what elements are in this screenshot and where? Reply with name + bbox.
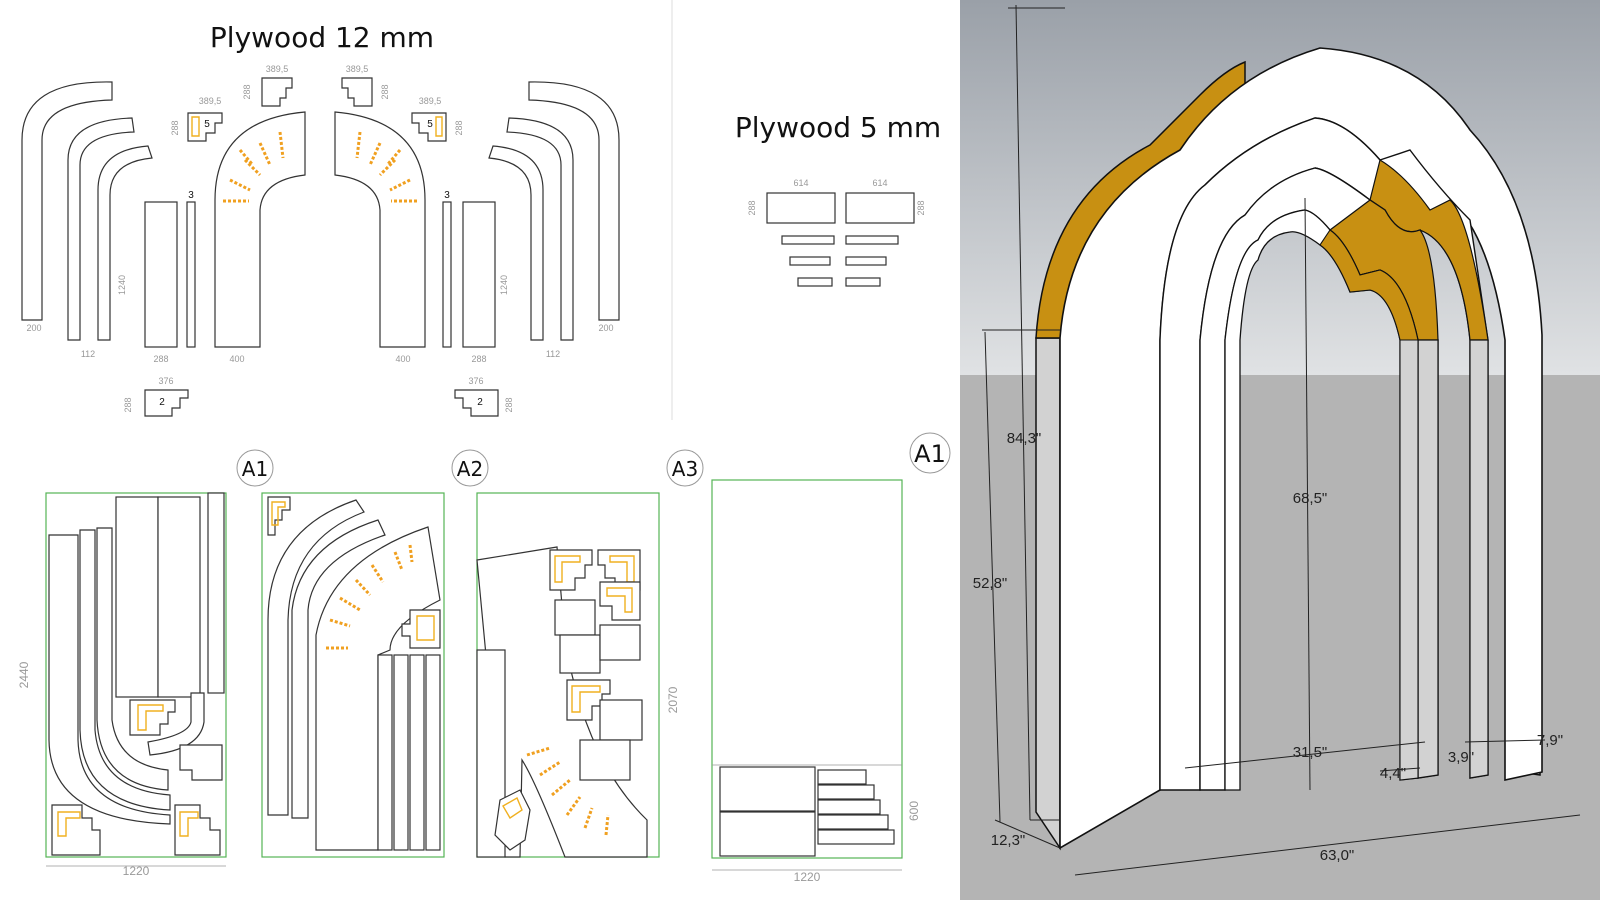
dim-200-right: 200 [598, 323, 613, 333]
dim-288-5mm-right: 288 [916, 200, 926, 215]
dim-1220-a1-5mm: 1220 [794, 870, 821, 884]
dim-614-left: 614 [793, 178, 808, 188]
part2-right: 2 376 288 [454, 376, 514, 417]
sheet-a2: A2 [261, 449, 489, 858]
dim-2440: 2440 [17, 661, 31, 688]
dim-288-tr: 288 [380, 84, 390, 99]
dim-gap-a: 4,4" [1380, 765, 1406, 782]
label-part-3-left: 3 [188, 190, 194, 201]
arch-piece-left: 400 [214, 111, 306, 364]
dim-gap-b: 3,9" [1448, 749, 1474, 766]
label-part-5-left: 5 [204, 119, 210, 130]
title-plywood-12mm: Plywood 12 mm [210, 21, 434, 54]
sheet-label-a3: A3 [672, 457, 698, 481]
dim-389-tr: 389,5 [346, 64, 369, 74]
part5-left: 5 389,5 288 [170, 96, 223, 142]
sheet-a3: A3 2070 [476, 449, 704, 858]
left-curved-strips: 200 112 [21, 81, 153, 359]
dim-288-tl: 288 [242, 84, 252, 99]
dim-1240-right: 1240 [499, 275, 509, 295]
dim-376-left: 376 [158, 376, 173, 386]
part2-left: 2 376 288 [123, 376, 189, 417]
dim-1220-a1: 1220 [123, 864, 150, 878]
dim-depth: 12,3" [991, 832, 1026, 849]
dim-288-5l: 288 [170, 120, 180, 135]
model-dimension-lines [982, 4, 1581, 876]
plywood-5mm-parts: 614 614 288 288 [747, 178, 926, 287]
sheet-a1: A1 2440 1220 [17, 449, 274, 878]
dim-400-right: 400 [395, 354, 410, 364]
model-3d-panel: 84,3" 52,8" 68,5" 31,5" 4,4" 3,9" 7,9" 1… [960, 0, 1600, 900]
dim-288-5mm-left: 288 [747, 200, 757, 215]
dim-376-right: 376 [468, 376, 483, 386]
dim-389-5l: 389,5 [199, 96, 222, 106]
label-part-2-right: 2 [477, 397, 483, 408]
dim-gap-c: 7,9" [1537, 732, 1563, 749]
dim-total-width: 63,0" [1320, 847, 1355, 864]
dim-400-left: 400 [229, 354, 244, 364]
label-part-3-right: 3 [444, 190, 450, 201]
dim-inner-height: 68,5" [1293, 490, 1328, 507]
dim-2070: 2070 [666, 686, 680, 713]
dim-288-right: 288 [471, 354, 486, 364]
sheet-a1-5mm: A1 600 1220 [711, 432, 951, 884]
part5-right: 5 389,5 288 [411, 96, 464, 142]
dim-288-p2l: 288 [123, 397, 133, 412]
step-block-top-right: 389,5 288 [341, 64, 390, 107]
sheet-label-a1-5mm: A1 [914, 440, 946, 468]
sheet-label-a1: A1 [242, 457, 268, 481]
strip-3-left [186, 201, 196, 348]
cutting-plans-panel: Plywood 12 mm 200 112 200 112 3 1240 288… [17, 0, 951, 884]
label-part-2-left: 2 [159, 397, 165, 408]
dim-lower-height: 52,8" [973, 575, 1008, 592]
step-block-top-left: 389,5 288 [242, 64, 293, 107]
strip-3-right [442, 201, 452, 348]
panel-288-left [144, 201, 178, 348]
dim-opening-width: 31,5" [1293, 744, 1328, 761]
arch-piece-right [334, 111, 426, 348]
dim-1240-left: 1240 [117, 275, 127, 295]
dim-600: 600 [907, 801, 921, 821]
dim-288-5r: 288 [454, 120, 464, 135]
dim-112-right: 112 [546, 349, 560, 359]
dim-200-left: 200 [26, 323, 41, 333]
dim-288-left: 288 [153, 354, 168, 364]
sheet-label-a2: A2 [457, 457, 483, 481]
right-curved-strips [488, 81, 620, 341]
dim-112-left: 112 [81, 349, 95, 359]
dim-total-height: 84,3" [1007, 430, 1042, 447]
dim-614-right: 614 [872, 178, 887, 188]
dim-288-p2r: 288 [504, 397, 514, 412]
panel-288-right [462, 201, 496, 348]
dim-389-tl: 389,5 [266, 64, 289, 74]
title-plywood-5mm: Plywood 5 mm [735, 111, 941, 144]
dim-389-5r: 389,5 [419, 96, 442, 106]
label-part-5-right: 5 [427, 119, 433, 130]
